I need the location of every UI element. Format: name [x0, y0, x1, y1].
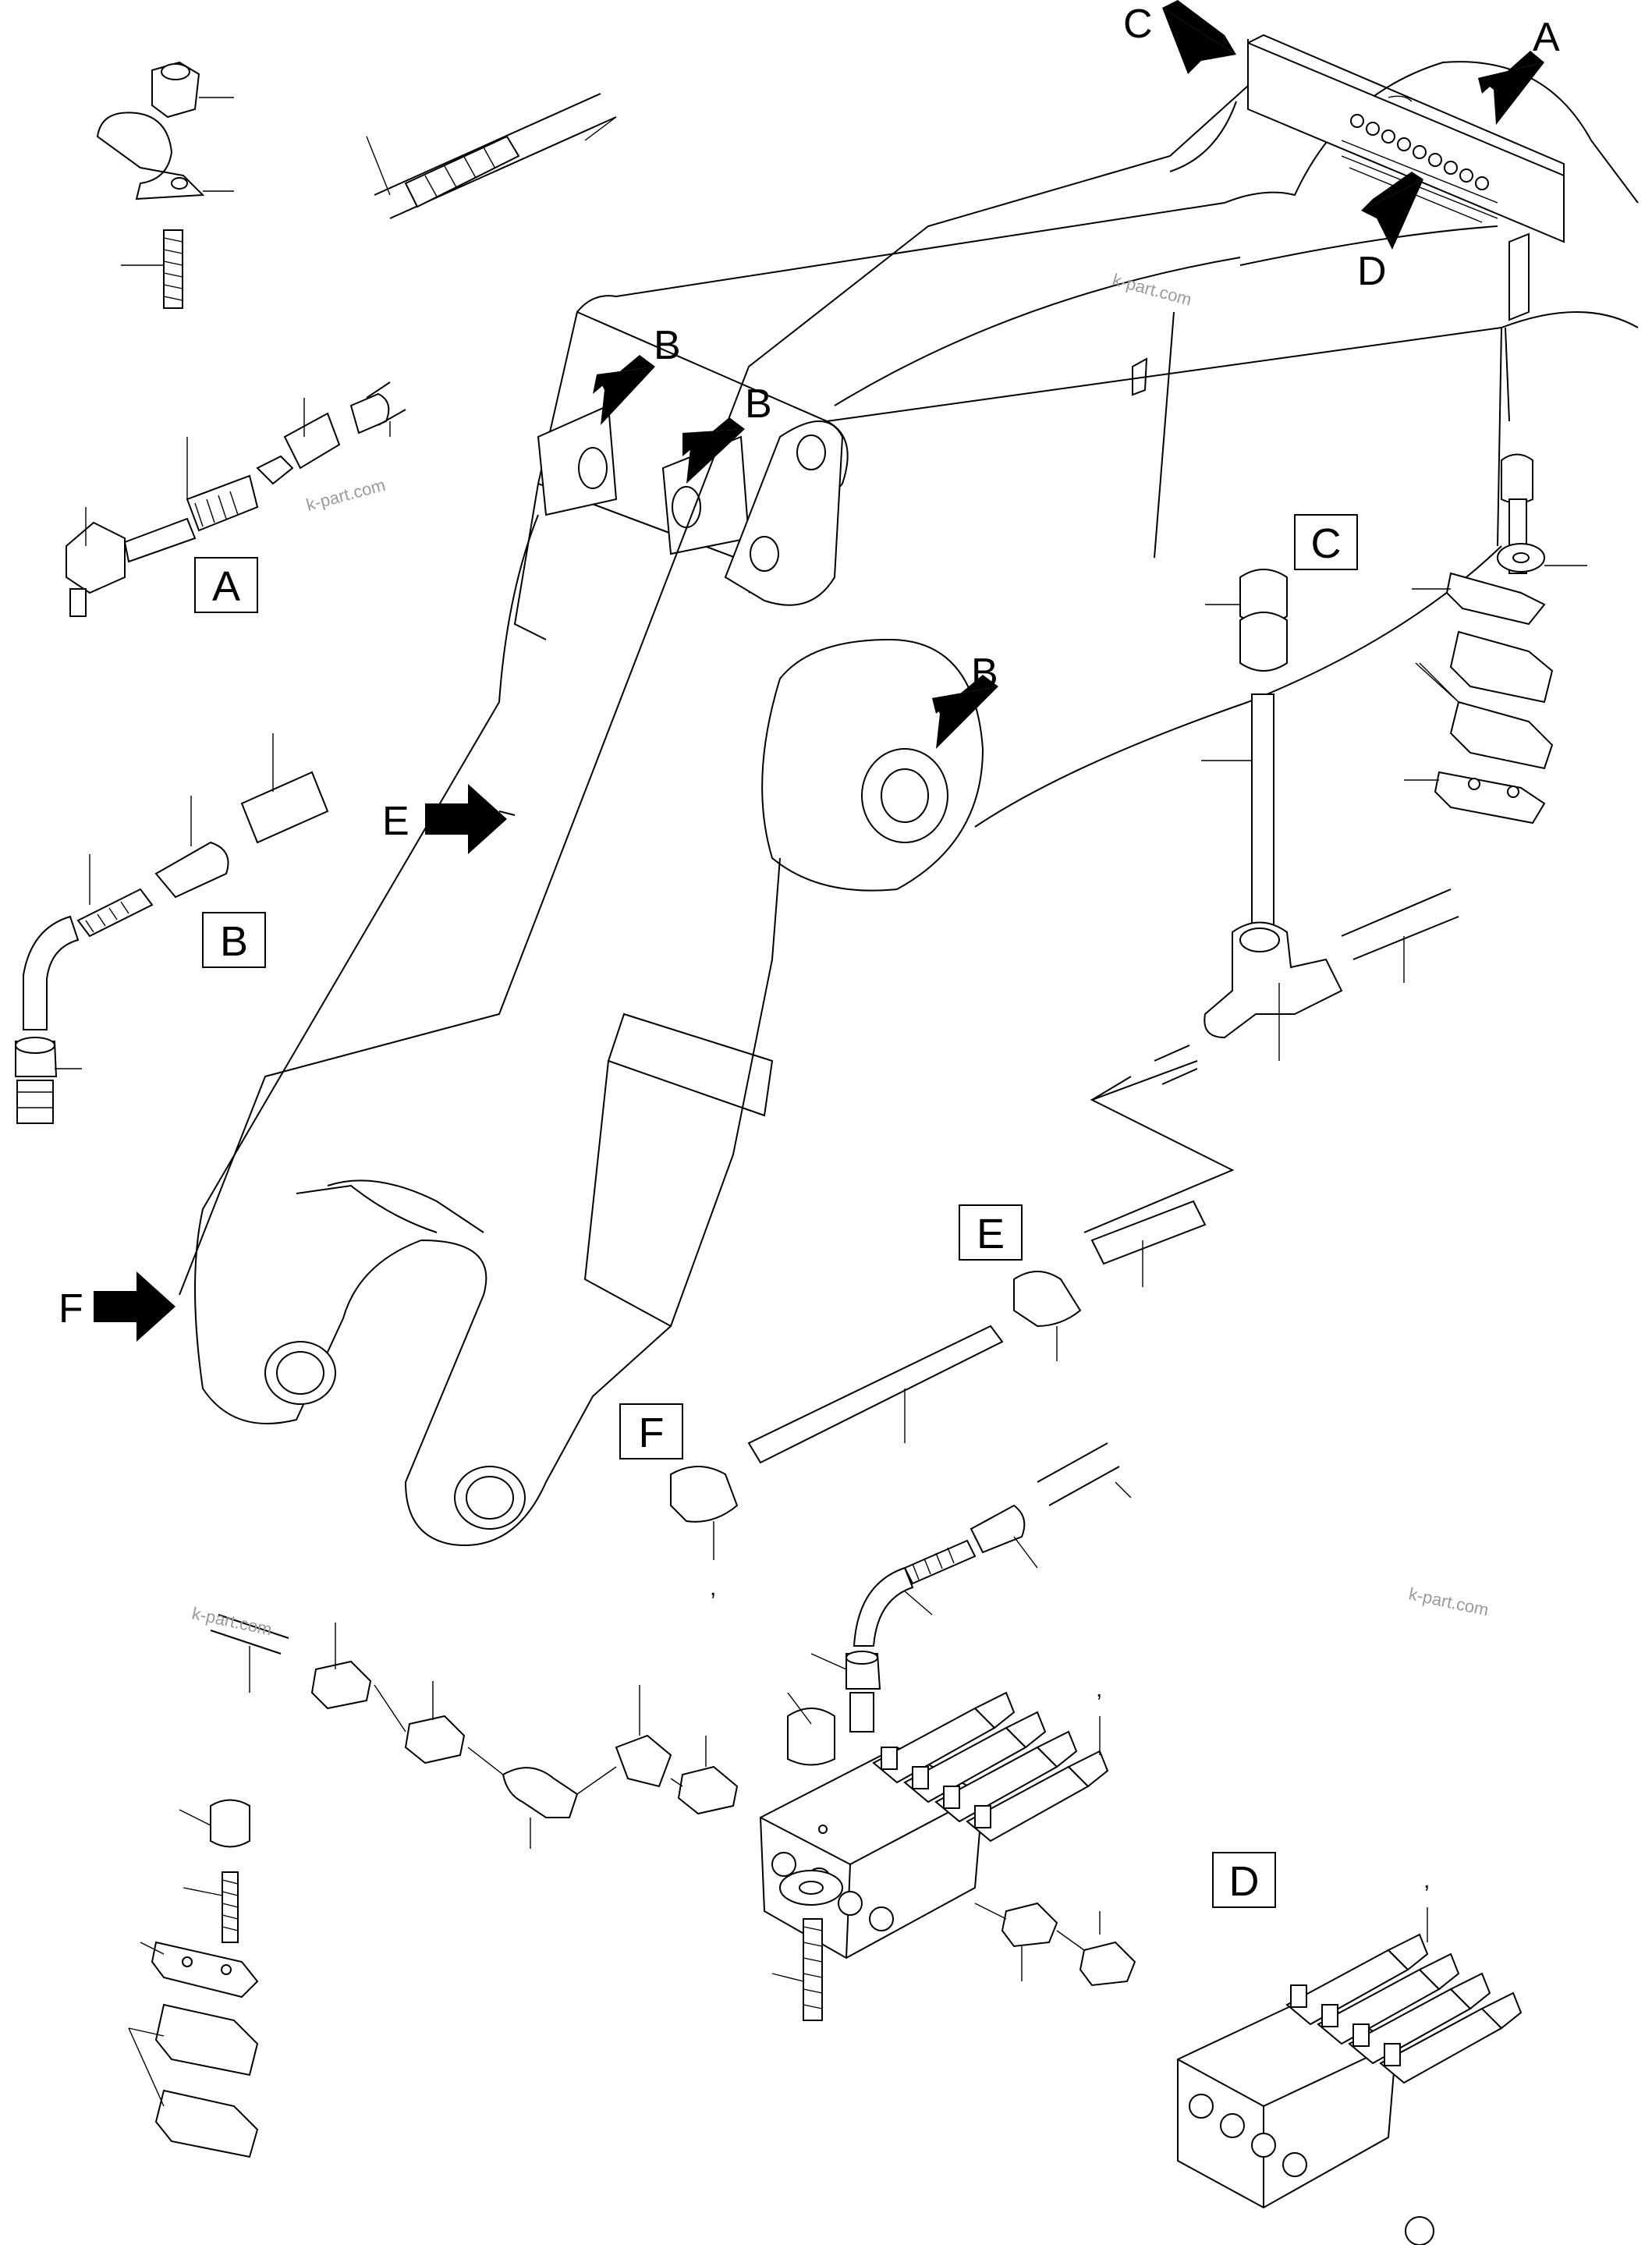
hose-segment-icon	[240, 771, 329, 844]
callout-box-d	[1212, 1852, 1276, 1908]
watermark: k-part.com	[304, 475, 388, 515]
arrow-a	[1478, 51, 1544, 125]
clamp-assembly-bottom-left	[128, 1799, 259, 2158]
stud-icon	[222, 1871, 239, 1943]
tee-fitting-icon	[1204, 921, 1343, 1039]
detail-a-parts	[66, 381, 406, 617]
elbow-fitting-icon	[66, 521, 126, 594]
bent-tube-icon	[23, 915, 80, 1030]
label-b-2: B	[745, 381, 772, 427]
ferrule-icon	[154, 841, 229, 899]
callout-box-b	[202, 912, 266, 968]
arrow-icon	[94, 1271, 175, 1342]
union-fitting-icon	[310, 1660, 372, 1710]
label-d: D	[1357, 249, 1387, 294]
bolt-head-icon	[1501, 453, 1533, 504]
callout-label-f: F	[639, 1410, 665, 1456]
central-manifold: ,	[759, 1676, 1136, 2021]
nut-e-icon	[1013, 1271, 1082, 1328]
callout-box-e	[959, 1204, 1023, 1261]
callout-label-d: D	[1229, 1858, 1260, 1905]
cap-nut-icon	[787, 1708, 835, 1766]
tick-mark: ,	[1423, 1867, 1430, 1893]
callout-label-a: A	[212, 563, 240, 610]
callout-box-f	[619, 1403, 683, 1459]
label-f: F	[58, 1286, 83, 1332]
tick-mark: ,	[1096, 1676, 1102, 1702]
arrow-b-1	[593, 355, 655, 425]
clip-icon	[96, 112, 205, 200]
label-e: E	[382, 799, 409, 844]
fitting-chain	[210, 1614, 739, 1849]
clamp-block-right	[1404, 453, 1587, 825]
tee-icon	[615, 1734, 672, 1788]
tube-icon	[1251, 693, 1274, 929]
detail-f-parts: ,	[670, 1466, 739, 1601]
watermark: k-part.com	[190, 1603, 274, 1639]
nut-f-icon	[670, 1466, 739, 1523]
stud-icon	[163, 229, 183, 309]
boom-manifold-assembly	[1247, 34, 1565, 321]
callout-label-c: C	[1311, 520, 1342, 567]
callout-label-e: E	[977, 1211, 1005, 1257]
hose-to-manifold	[810, 1442, 1132, 1733]
elbow-icon	[502, 1767, 579, 1818]
spring-hose-top	[366, 93, 617, 219]
clamp-half-icon	[154, 2003, 259, 2077]
stud-icon	[803, 1918, 823, 2021]
plate-icon	[1445, 572, 1546, 626]
arrow-f	[94, 1271, 175, 1342]
callout-box-c	[1294, 514, 1358, 570]
label-b-3: B	[971, 651, 998, 696]
label-a: A	[1533, 15, 1560, 60]
nut-icon	[210, 1799, 250, 1848]
boom-arm-drawing	[194, 61, 1639, 1546]
arrow-icon	[1162, 8, 1236, 74]
label-b-1: B	[654, 323, 681, 368]
arrow-b-3	[932, 675, 998, 749]
arrow-icon	[425, 784, 507, 854]
tick-mark: ,	[710, 1575, 716, 1601]
callout-box-a	[194, 557, 258, 613]
detail-d-manifold: ,	[1177, 1867, 1523, 2245]
lube-line-route	[179, 39, 1249, 1296]
arrow-b-2	[682, 417, 745, 484]
threaded-fitting-icon	[186, 474, 259, 532]
arrow-d	[1361, 172, 1423, 250]
detail-c-parts	[1083, 569, 1459, 1233]
arrow-c	[1162, 0, 1236, 74]
clamp-assembly-top-left	[96, 61, 234, 309]
arrow-e	[425, 784, 507, 854]
manifold-fittings	[1341, 114, 1498, 223]
watermark: k-part.com	[1407, 1584, 1491, 1619]
detail-b-parts	[15, 733, 329, 1124]
arrow-icon	[1361, 179, 1423, 250]
tube-segment-icon	[1090, 1200, 1207, 1265]
clamp-half-icon	[1449, 630, 1554, 704]
arrow-icon	[1478, 62, 1544, 125]
detail-e-parts	[747, 1200, 1207, 1464]
plate-icon	[151, 1941, 259, 1999]
label-c: C	[1123, 2, 1153, 47]
arrow-icon	[597, 367, 655, 425]
callout-label-b: B	[220, 918, 248, 965]
